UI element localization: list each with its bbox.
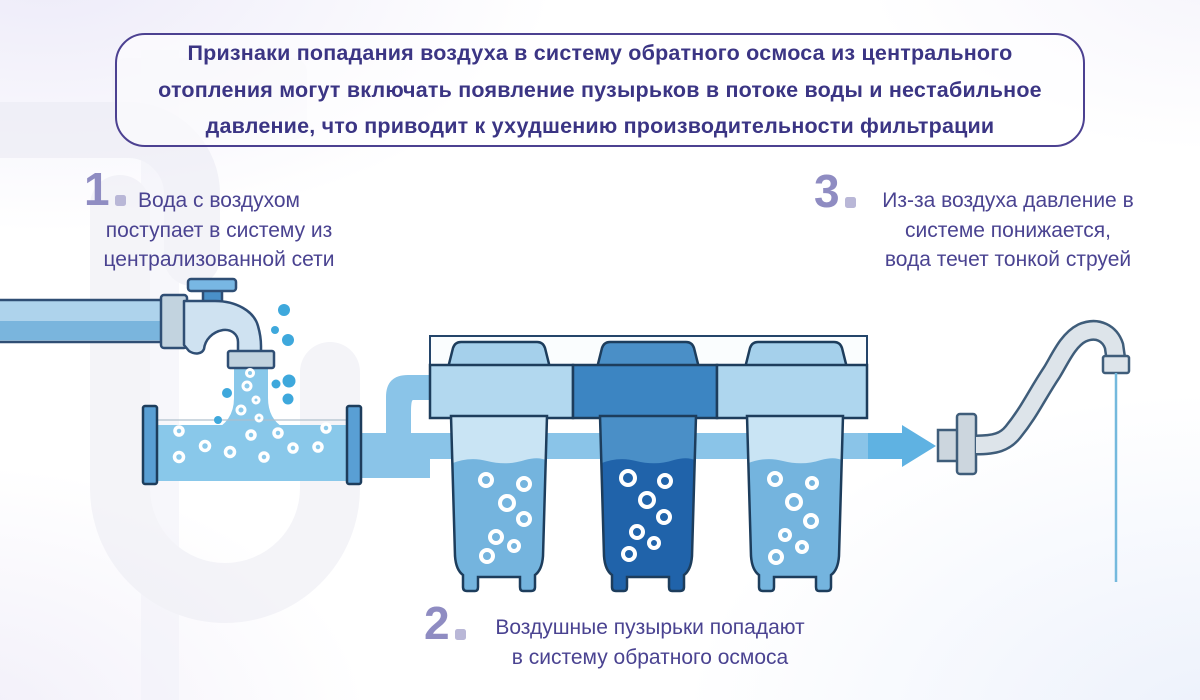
filter-canister-right: [745, 414, 845, 593]
step-3-text: Из-за воздуха давление в системе понижае…: [862, 186, 1154, 275]
banner-line-2: отопления могут включать появление пузыр…: [158, 77, 1042, 102]
filter-canister-left: [449, 414, 549, 593]
step-2-line-2: в систему обратного осмоса: [511, 645, 789, 669]
step-1-line-1: Вода с воздухом: [138, 189, 300, 212]
air-bubbles: [172, 304, 332, 464]
air-bubbles: [767, 471, 819, 565]
step-3-line-2: системе понижается,: [905, 218, 1111, 242]
step-2-text: Воздушные пузырьки попадают в систему об…: [470, 613, 830, 672]
outlet-faucet: [936, 319, 1131, 476]
info-banner: Признаки попадания воздуха в систему обр…: [115, 33, 1085, 147]
banner-line-3: давление, что приводит к ухудшению произ…: [205, 114, 995, 139]
water-stream: [211, 360, 293, 432]
step-1-line-2: поступает в систему из: [105, 218, 333, 242]
step-3-number: 3: [814, 165, 855, 217]
flow-arrow-icon: [868, 425, 936, 467]
air-bubbles: [478, 472, 532, 564]
riser-pipe: [386, 375, 434, 460]
filter-unit: [428, 335, 869, 593]
valve-outlet-flange: [226, 349, 276, 370]
step-3-line-3: вода течет тонкой струей: [884, 248, 1132, 271]
filter-canister-middle: [598, 414, 698, 593]
step-3-line-1: Из-за воздуха давление в: [882, 189, 1134, 212]
inlet-pipe: [0, 293, 189, 350]
step-2-line-1: Воздушные пузырьки попадают: [495, 616, 805, 639]
tee-junction-flanges: [141, 404, 363, 486]
valve-handle: [186, 277, 238, 293]
inlet-valve: [182, 277, 276, 370]
step-1-number: 1: [84, 163, 125, 215]
banner-line-1: Признаки попадания воздуха в систему обр…: [187, 41, 1013, 66]
step-2-number: 2: [424, 597, 465, 649]
step-1-line-3: централизованной сети: [103, 248, 335, 271]
step-1-text: Вода с воздухом поступает в систему из ц…: [88, 186, 350, 275]
valve-body: [182, 299, 263, 355]
air-bubbles: [619, 469, 673, 562]
faucet-watermark: [0, 50, 360, 700]
